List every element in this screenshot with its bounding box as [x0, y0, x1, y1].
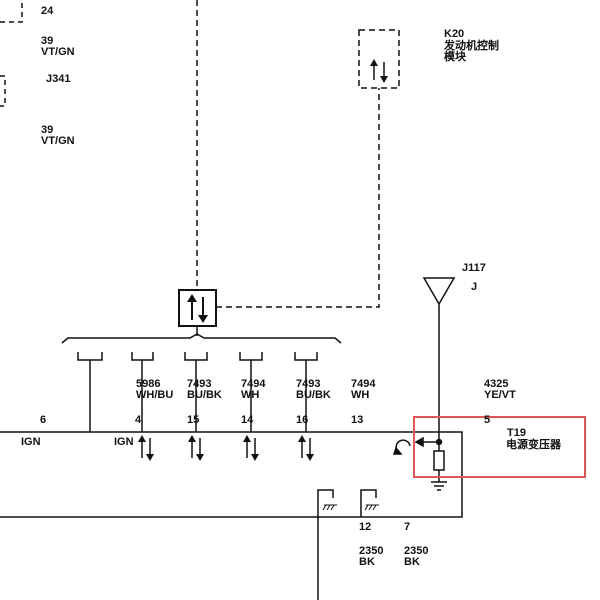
t19-rotate-arrowhead: [392, 446, 403, 455]
j341-label: J341: [46, 73, 71, 85]
ground-connector-2: [360, 489, 377, 517]
t19-pin-16: 16: [296, 414, 309, 426]
wire-39-a-color: VT/GN: [41, 46, 75, 58]
t19-highlight-box: [413, 416, 586, 478]
bus-wire-2-color: BU/BK: [187, 389, 222, 401]
pin-24-label: 24: [41, 5, 54, 17]
t19-pin-4: 4: [135, 414, 142, 426]
bus-wire-1-number: 5986: [136, 378, 161, 390]
supply-wire-color: YE/VT: [484, 389, 516, 401]
t19-pin-15: 15: [187, 414, 200, 426]
sub-connector-2: [131, 352, 154, 361]
top-left-connector-box: [0, 0, 23, 23]
t19-pin-5: 5: [484, 414, 491, 426]
j341-splice-box: [0, 75, 6, 107]
bus-wire-1-color: WH/BU: [136, 389, 174, 401]
wire-39-b-number: 39: [41, 124, 54, 136]
bus-wire-3-number: 7494: [241, 378, 266, 390]
ground-pin-7: 7: [404, 521, 411, 533]
j117-type: J: [471, 281, 478, 293]
ground-wire-1-number: 2350: [359, 545, 384, 557]
sub-connector-4: [239, 352, 263, 361]
bus-brace: [61, 333, 342, 344]
bus-wire-4-number: 7493: [296, 378, 321, 390]
bus-wire-3-color: WH: [241, 389, 260, 401]
dashed-bus-line-k20: [216, 88, 380, 308]
wire-39-b-color: VT/GN: [41, 135, 75, 147]
t19-data-arrows-icon: [141, 438, 311, 458]
j117-antenna-icon: [422, 277, 456, 306]
bus-wire-5-number: 7494: [351, 378, 376, 390]
bus-wire-4-color: BU/BK: [296, 389, 331, 401]
ground-wire-2-color: BK: [404, 556, 420, 568]
ground-pin-12: 12: [359, 521, 372, 533]
ground-connector-1: [317, 489, 334, 600]
t19-ign-left: IGN: [21, 436, 41, 448]
k20-id: K20: [444, 28, 465, 40]
bus-wire-5-color: WH: [351, 389, 370, 401]
t19-ign-right: IGN: [114, 436, 134, 448]
ground-hatch-icon-2: [364, 504, 379, 511]
j117-id: J117: [462, 262, 486, 274]
ground-wire-2-number: 2350: [404, 545, 429, 557]
sub-connector-5: [294, 352, 318, 361]
t19-id: T19: [507, 427, 526, 439]
t19-module-box: [0, 431, 463, 518]
bus-wire-2-number: 7493: [187, 378, 212, 390]
sub-connector-3: [184, 352, 208, 361]
k20-module-box: [358, 29, 400, 89]
t19-pin-13: 13: [351, 414, 364, 426]
wire-39-a-number: 39: [41, 35, 54, 47]
t19-pin-6: 6: [40, 414, 47, 426]
t19-pin-14: 14: [241, 414, 254, 426]
supply-wire-number: 4325: [484, 378, 509, 390]
t19-resistor: [433, 450, 445, 471]
ground-hatch-icon-1: [322, 504, 337, 511]
sub-connector-1: [77, 352, 103, 361]
bus-connector-box: [178, 289, 217, 327]
t19-internal-arrow-icon: [414, 436, 424, 448]
t19-name: 电源变压器: [506, 438, 561, 451]
ground-wire-1-color: BK: [359, 556, 375, 568]
k20-name-line1: 发动机控制: [444, 39, 499, 52]
k20-name-line2: 模块: [444, 50, 466, 63]
